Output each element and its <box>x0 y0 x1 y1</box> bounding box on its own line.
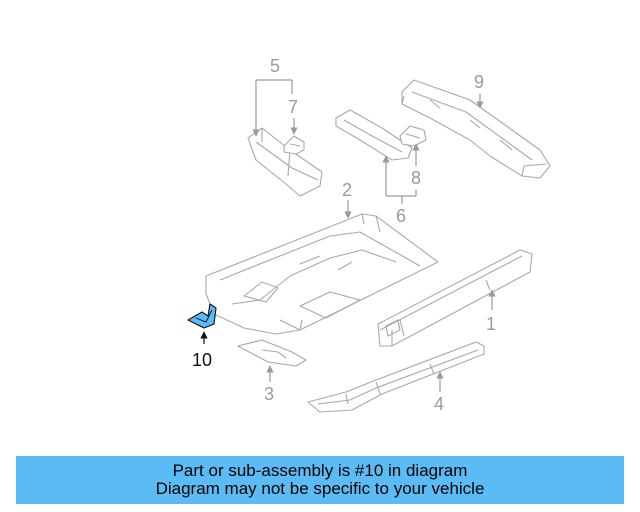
part-5-bracket <box>247 127 323 197</box>
part-8-clip <box>399 125 427 147</box>
callout-2: 2 <box>342 180 352 200</box>
caption-line-2: Diagram may not be specific to your vehi… <box>155 479 485 498</box>
callout-8: 8 <box>411 168 421 188</box>
callout-7: 7 <box>288 97 298 117</box>
callout-6: 6 <box>396 206 406 226</box>
leader-lines <box>200 79 496 392</box>
caption-line-1: Part or sub-assembly is #10 in diagram <box>172 461 468 480</box>
parts-diagram: 5 7 9 2 8 6 1 10 3 4 <box>187 56 551 414</box>
caption-banner: Part or sub-assembly is #10 in diagram D… <box>16 456 624 504</box>
callout-1: 1 <box>486 314 496 334</box>
part-3-bracket <box>237 339 307 367</box>
part-7-clip <box>283 135 305 155</box>
part-9-crossmember <box>401 79 551 179</box>
part-4-lower-rail <box>307 341 485 413</box>
part-1-side-rail <box>377 249 533 347</box>
part-2-floor-pan <box>205 213 439 335</box>
callout-4: 4 <box>434 394 444 414</box>
part-10-bracket-highlighted[interactable] <box>187 303 217 329</box>
callout-9: 9 <box>474 72 484 92</box>
callout-3: 3 <box>264 384 274 404</box>
callout-10: 10 <box>192 350 212 370</box>
part-6-bracket <box>335 109 413 161</box>
callout-5: 5 <box>270 56 280 76</box>
